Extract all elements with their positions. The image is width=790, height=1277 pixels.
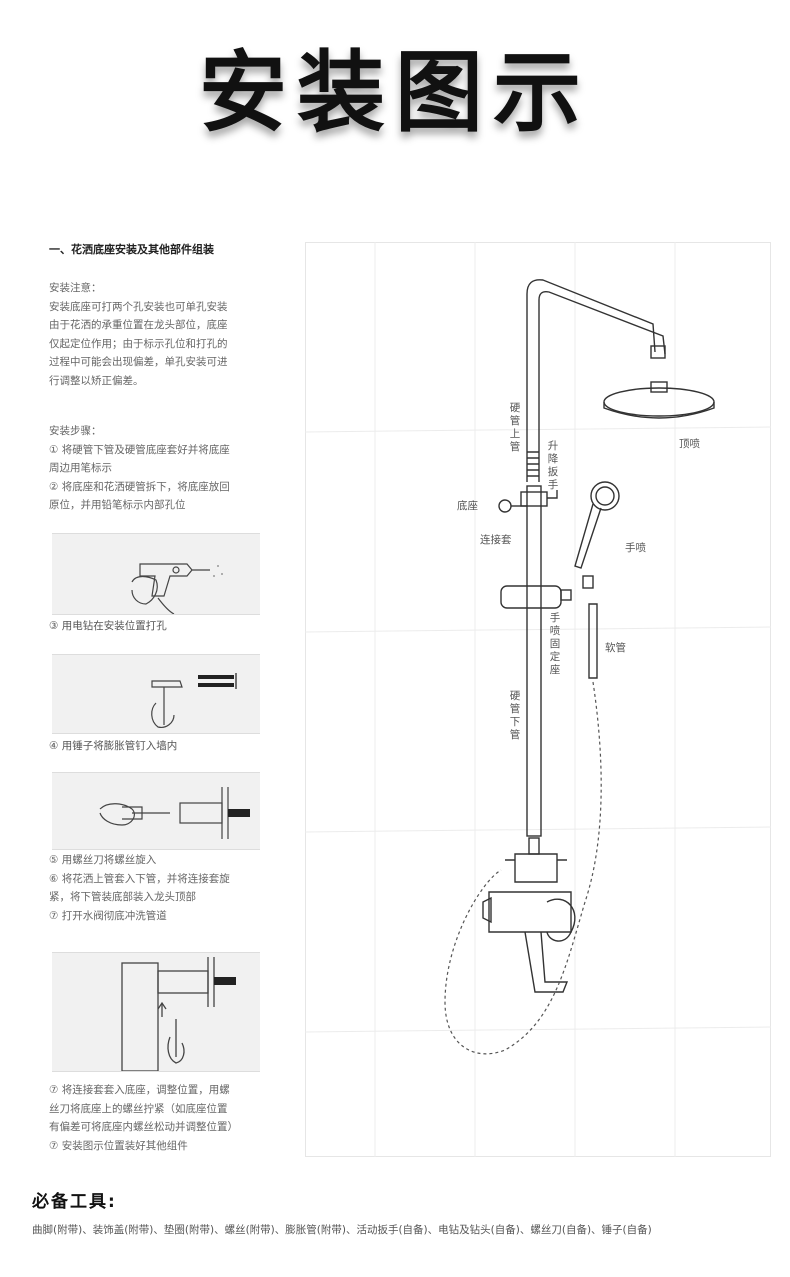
drill-illustration bbox=[52, 533, 260, 615]
step-line: 丝刀将底座上的螺丝拧紧（如底座位置 bbox=[49, 1102, 228, 1115]
hammer-icon bbox=[151, 673, 237, 728]
notes-line: 行调整以矫正偏差。 bbox=[49, 374, 144, 387]
steps-5-7: ⑤ 用螺丝刀将螺丝旋入 ⑥ 将花洒上管套入下管，并将连接套旋 紧，将下管装底部装… bbox=[49, 851, 230, 925]
step-line: 有偏差可将底座内螺丝松动并调整位置） bbox=[49, 1121, 238, 1133]
tools-title: 必备工具: bbox=[32, 1192, 117, 1212]
base-assembly-illustration bbox=[52, 952, 260, 1072]
label-upper-pipe: 硬管上管 bbox=[509, 402, 521, 453]
page-title: 安装图示 bbox=[198, 41, 591, 144]
step-line: ② 将底座和花洒硬管拆下，将底座放回 bbox=[49, 480, 230, 493]
step-line: ⑦ 将连接套套入底座，调整位置，用螺 bbox=[49, 1084, 230, 1096]
label-lift-wrench: 升降扳手 bbox=[547, 440, 559, 491]
steps-8: ⑦ 将连接套套入底座，调整位置，用螺 丝刀将底座上的螺丝拧紧（如底座位置 有偏差… bbox=[49, 1081, 238, 1155]
drill-icon bbox=[131, 563, 223, 615]
notes-line: 安装底座可打两个孔安装也可单孔安装 bbox=[49, 300, 228, 313]
notes-heading: 安装注意： bbox=[49, 282, 102, 294]
notes-line: 由于花洒的承重位置在龙头部位，底座 bbox=[49, 319, 228, 331]
step-line: ① 将硬管下管及硬管底座套好并将底座 bbox=[49, 443, 230, 456]
step-line: ⑤ 用螺丝刀将螺丝旋入 bbox=[49, 854, 157, 866]
label-lower-pipe: 硬管下管 bbox=[509, 690, 521, 741]
step-line: ⑦ 打开水阀彻底冲洗管道 bbox=[49, 909, 167, 922]
notes-line: 仅起定位作用；由于标示孔位和打孔的 bbox=[49, 337, 228, 350]
screwdriver-icon bbox=[99, 787, 250, 839]
step-line: ⑦ 安装图示位置装好其他组件 bbox=[49, 1139, 188, 1152]
steps-heading: 安装步骤： bbox=[49, 425, 102, 437]
label-base: 底座 bbox=[457, 500, 478, 512]
notes-block: 安装注意： 安装底座可打两个孔安装也可单孔安装 由于花洒的承重位置在龙头部位，底… bbox=[49, 279, 228, 390]
screwdriver-illustration bbox=[52, 772, 260, 850]
step-line: 紧，将下管装底部装入龙头顶部 bbox=[49, 891, 196, 903]
shower-diagram-svg bbox=[305, 242, 771, 1157]
tools-list: 曲脚(附带)、装饰盖(附带)、垫圈(附带)、螺丝(附带)、膨胀管(附带)、活动扳… bbox=[32, 1224, 652, 1236]
step-line: 周边用笔标示 bbox=[49, 462, 112, 474]
section-title: 一、花洒底座安装及其他部件组装 bbox=[49, 243, 214, 256]
base-assembly-icon bbox=[121, 957, 236, 1072]
label-connector: 连接套 bbox=[480, 534, 512, 546]
label-hand-shower: 手喷 bbox=[625, 542, 646, 554]
step-line: 原位，并用铅笔标示内部孔位 bbox=[49, 499, 186, 511]
label-top-spray: 顶喷 bbox=[679, 438, 700, 450]
step3-text: ③ 用电钻在安装位置打孔 bbox=[49, 620, 167, 632]
step4-text: ④ 用锤子将膨胀管钉入墙内 bbox=[49, 740, 178, 752]
notes-line: 过程中可能会出现偏差，单孔安装可进 bbox=[49, 356, 228, 368]
label-hose: 软管 bbox=[605, 642, 626, 654]
hammer-illustration bbox=[52, 654, 260, 734]
label-hand-holder: 手喷固定座 bbox=[549, 612, 561, 676]
steps-intro-block: 安装步骤： ① 将硬管下管及硬管底座套好并将底座 周边用笔标示 ② 将底座和花洒… bbox=[49, 422, 230, 515]
step-line: ⑥ 将花洒上管套入下管，并将连接套旋 bbox=[49, 872, 230, 885]
shower-diagram: 硬管上管 升降扳手 底座 连接套 顶喷 手喷 手喷固定座 软管 硬管下管 bbox=[305, 242, 771, 1157]
